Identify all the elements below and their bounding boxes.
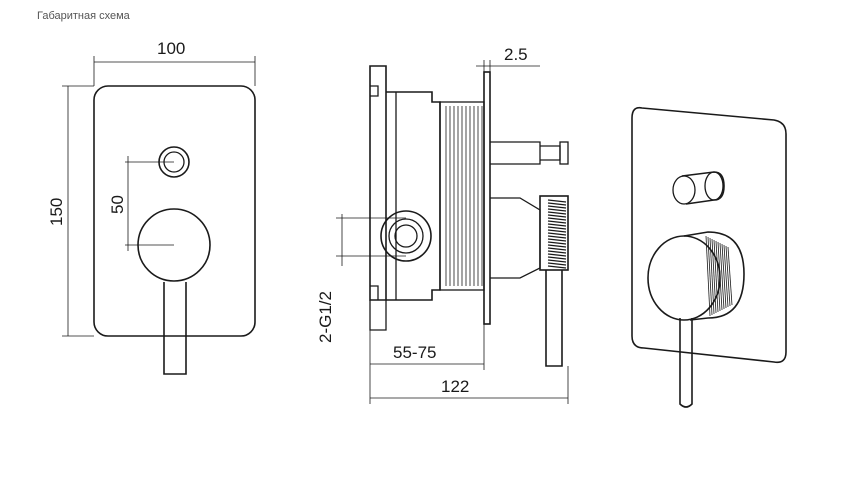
label-2-5: 2.5 — [504, 45, 528, 64]
perspective-view — [631, 106, 787, 408]
valve-body — [386, 91, 441, 301]
knurl-line — [547, 232, 567, 236]
knurl-line — [547, 250, 567, 254]
knurl-line — [547, 262, 567, 266]
perspective-handle-body — [683, 231, 745, 321]
perspective-knurl-line — [721, 243, 727, 309]
knurl-line — [547, 208, 567, 212]
flange-lower-foot — [369, 300, 387, 331]
perspective-knurl-line — [727, 246, 733, 306]
perspective-knurl-line — [709, 237, 715, 315]
wall-plate — [483, 71, 491, 325]
handle-cone — [490, 197, 541, 279]
drawing-caption: Габаритная схема — [37, 10, 130, 22]
perspective-knurl-line — [713, 239, 719, 313]
perspective-knurl — [705, 235, 733, 317]
perspective-diverter-base — [672, 175, 696, 205]
mounting-flange — [369, 65, 387, 301]
inlet-outer — [380, 210, 432, 262]
knurl-line — [547, 217, 567, 221]
knurl-pattern — [547, 199, 567, 269]
label-thread: 2-G1/2 — [316, 291, 335, 343]
knurl-line — [547, 247, 567, 251]
inlet-inner — [394, 224, 418, 248]
knurl-line — [547, 241, 567, 245]
perspective-knurl-line — [717, 241, 723, 311]
side-view — [336, 60, 569, 404]
knurl-line — [547, 229, 567, 233]
label-122: 122 — [441, 377, 469, 396]
knurl-line — [547, 253, 567, 257]
knurl-line — [547, 244, 567, 248]
perspective-knurl-line — [725, 245, 731, 307]
knurled-handle — [539, 195, 569, 271]
thread-ribs — [445, 106, 483, 286]
label-50: 50 — [108, 195, 127, 214]
knurl-line — [547, 223, 567, 227]
perspective-knurl-line — [723, 244, 729, 308]
perspective-diverter-end — [704, 171, 724, 201]
side-lever — [545, 270, 563, 367]
perspective-plate — [631, 106, 787, 364]
perspective-lever — [679, 318, 693, 408]
front-view — [62, 56, 256, 375]
label-100: 100 — [157, 39, 185, 58]
knurl-line — [547, 265, 567, 269]
knurl-line — [547, 199, 567, 203]
flange-tab-bottom — [370, 285, 379, 300]
perspective-knurl-line — [719, 242, 725, 310]
diverter-stem — [490, 141, 561, 165]
label-55-75: 55-75 — [393, 343, 436, 362]
knurl-line — [547, 202, 567, 206]
knurl-line — [547, 205, 567, 209]
knurl-line — [547, 226, 567, 230]
flange-tab-top — [370, 85, 379, 97]
perspective-knurl-line — [715, 240, 721, 312]
knurl-line — [547, 235, 567, 239]
perspective-knurl-line — [705, 235, 711, 317]
knurl-line — [547, 211, 567, 215]
knurl-line — [547, 256, 567, 260]
knurl-line — [547, 259, 567, 263]
perspective-knurl-line — [711, 238, 717, 314]
knurl-line — [547, 220, 567, 224]
inlet-mid — [388, 218, 424, 254]
perspective-knurl-line — [707, 236, 713, 316]
front-plate — [93, 85, 256, 337]
knurl-line — [547, 214, 567, 218]
diverter-cap — [559, 141, 569, 165]
main-lever — [163, 282, 187, 375]
knurl-line — [547, 238, 567, 242]
label-150: 150 — [47, 198, 66, 226]
